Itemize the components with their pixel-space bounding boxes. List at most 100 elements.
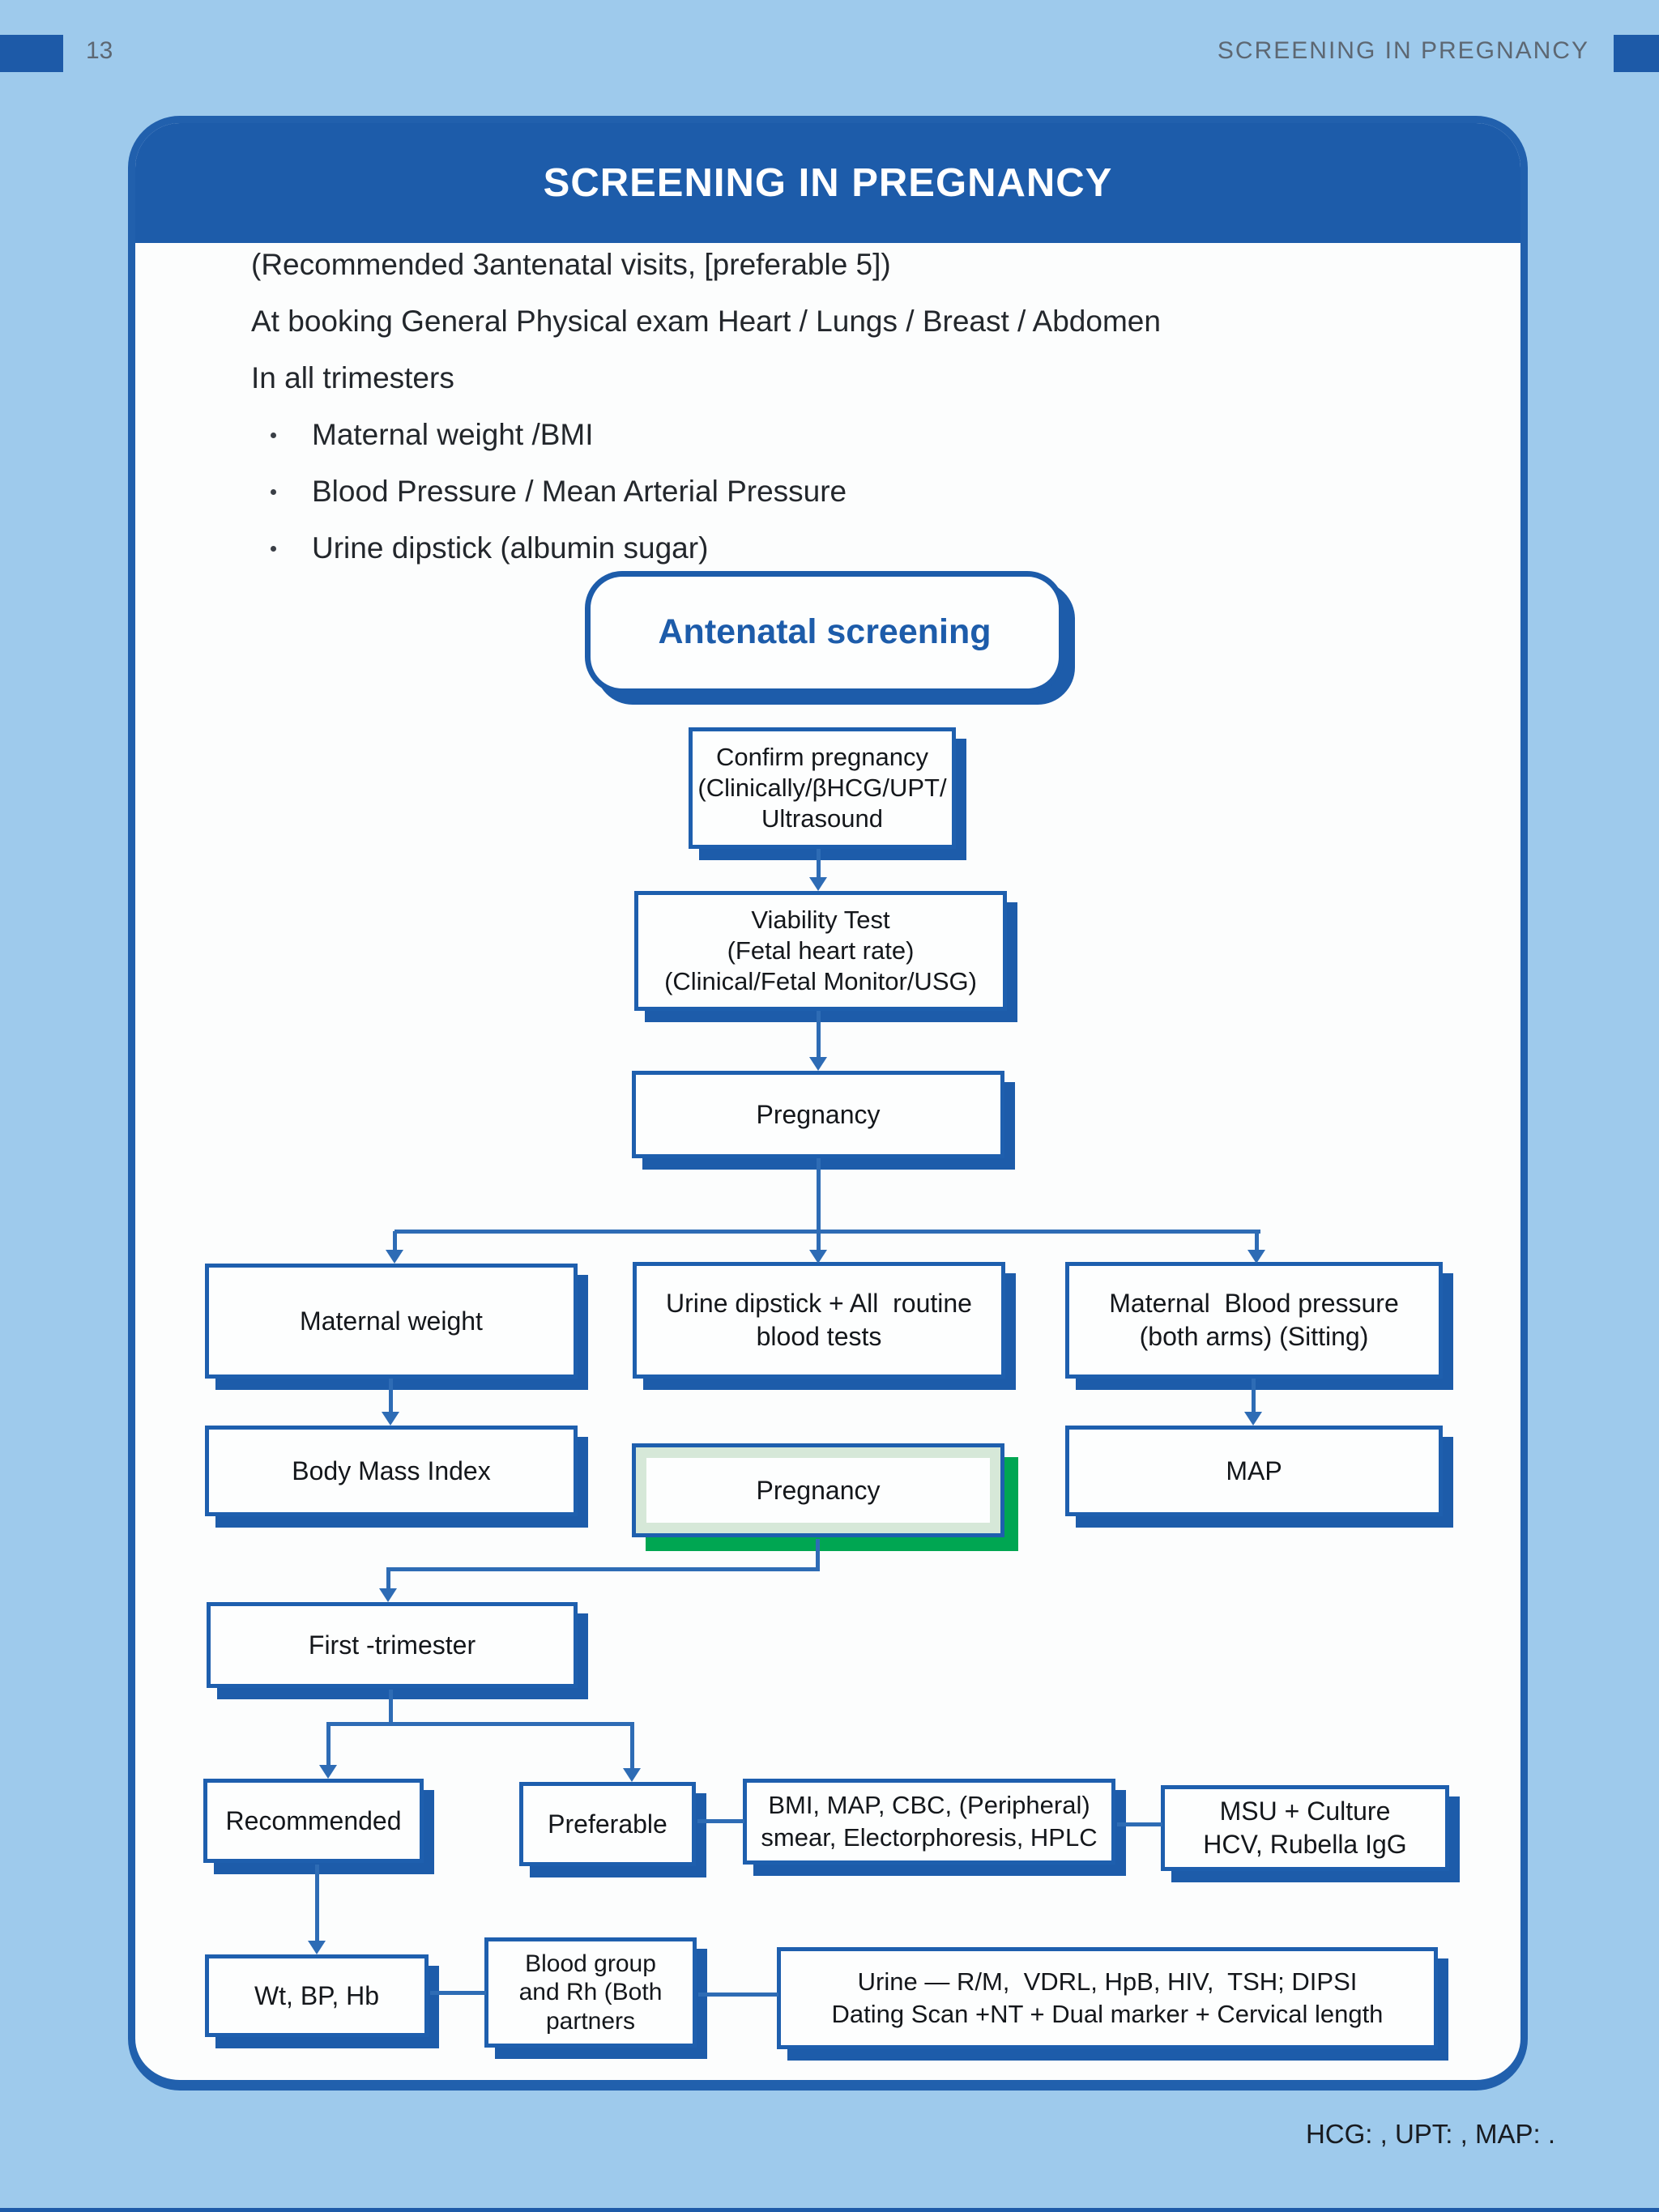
bullet-item: Maternal weight /BMI [251, 407, 1385, 463]
page-title: SCREENING IN PREGNANCY [543, 161, 1113, 205]
bullet-text: Urine dipstick (albumin sugar) [312, 531, 709, 565]
connector-line [430, 1991, 486, 1995]
flow-node-bmi-map-cbc-tests: BMI, MAP, CBC, (Peripheral) smear, Elect… [743, 1779, 1115, 1865]
node-label: BMI, MAP, CBC, (Peripheral) [768, 1791, 1090, 1820]
intro-line: (Recommended 3antenatal visits, [prefera… [251, 248, 891, 281]
bullet-dot-icon [271, 489, 276, 495]
flow-node-pregnancy-highlighted: Pregnancy [632, 1443, 1004, 1537]
flow-node-antenatal-screening: Antenatal screening [585, 571, 1064, 694]
flow-node-urine-rm-tests: Urine — R/M, VDRL, HpB, HIV, TSH; DIPSI … [777, 1947, 1438, 2049]
arrow-down-icon [1247, 1250, 1265, 1264]
node-label: MAP [1226, 1455, 1282, 1485]
node-label: Pregnancy [756, 1099, 881, 1129]
flow-node-urine-dipstick: Urine dipstick + All routine blood tests [633, 1262, 1005, 1379]
node-label: and Rh (Both [518, 1979, 663, 2006]
connector-line [817, 1158, 821, 1234]
bullet-dot-icon [271, 546, 276, 552]
node-label: Blood group [525, 1950, 656, 1977]
flow-node-map: MAP [1065, 1426, 1443, 1516]
connector-line [1117, 1822, 1162, 1826]
node-label: Urine — R/M, VDRL, HpB, HIV, TSH; DIPSI [857, 1967, 1358, 1997]
arrow-down-icon [382, 1412, 399, 1426]
node-label: (Fetal heart rate) [727, 936, 915, 965]
bullet-dot-icon [271, 433, 276, 438]
connector-line [394, 1230, 1260, 1234]
footer-abbreviations-note: HCG: , UPT: , MAP: . [1305, 2119, 1555, 2149]
connector-line [1252, 1379, 1256, 1415]
node-label: Recommended [225, 1805, 402, 1835]
header-left-accent-bar [0, 35, 63, 72]
page-number: 13 [86, 37, 113, 64]
node-label: Preferable [548, 1809, 667, 1839]
node-label: MSU + Culture [1219, 1796, 1391, 1826]
intro-text-block: (Recommended 3antenatal visits, [prefera… [251, 237, 1385, 577]
bullet-text: Maternal weight /BMI [312, 418, 594, 451]
header-right-accent-bar [1614, 35, 1659, 72]
arrow-down-icon [809, 1057, 827, 1071]
flow-node-msu-culture: MSU + Culture HCV, Rubella IgG [1161, 1785, 1449, 1871]
node-label: HCV, Rubella IgG [1203, 1830, 1407, 1859]
node-label: Body Mass Index [292, 1455, 491, 1485]
flow-node-viability-test: Viability Test (Fetal heart rate) (Clini… [634, 891, 1007, 1011]
node-label: Antenatal screening [658, 612, 992, 652]
connector-line [817, 849, 821, 880]
bullet-item: Urine dipstick (albumin sugar) [251, 520, 1385, 577]
node-label: Dating Scan +NT + Dual marker + Cervical… [831, 2000, 1384, 2028]
connector-line [386, 1567, 820, 1571]
flow-node-maternal-blood-pressure: Maternal Blood pressure (both arms) (Sit… [1065, 1262, 1443, 1379]
node-label: First -trimester [308, 1630, 476, 1660]
node-label: (Clinical/Fetal Monitor/USG) [664, 966, 977, 995]
flow-node-first-trimester: First -trimester [207, 1602, 578, 1688]
node-label: Urine dipstick + All routine [666, 1289, 972, 1319]
connector-line [817, 1011, 821, 1060]
connector-line [697, 1819, 744, 1823]
node-label: Ultrasound [761, 803, 883, 833]
bullet-item: Blood Pressure / Mean Arterial Pressure [251, 463, 1385, 520]
node-label: Viability Test [751, 906, 890, 935]
connector-line [1255, 1231, 1259, 1253]
node-label: smear, Electorphoresis, HPLC [761, 1823, 1098, 1852]
arrow-down-icon [809, 877, 827, 891]
arrow-down-icon [623, 1768, 641, 1782]
running-header: SCREENING IN PREGNANCY [1217, 37, 1589, 64]
node-label: Maternal Blood pressure [1109, 1289, 1399, 1319]
flow-node-recommended: Recommended [203, 1779, 424, 1863]
arrow-down-icon [379, 1588, 397, 1602]
content-card: SCREENING IN PREGNANCY [128, 116, 1528, 2091]
flow-node-maternal-weight: Maternal weight [205, 1264, 578, 1379]
arrow-down-icon [386, 1250, 403, 1264]
bottom-accent-line [0, 2208, 1659, 2212]
connector-line [386, 1570, 390, 1592]
node-label: (Clinically/βHCG/UPT/ [697, 774, 947, 803]
connector-line [389, 1379, 393, 1415]
bullet-text: Blood Pressure / Mean Arterial Pressure [312, 475, 847, 508]
connector-line [389, 1690, 393, 1726]
node-label: Maternal weight [300, 1306, 483, 1336]
flow-node-confirm-pregnancy: Confirm pregnancy (Clinically/βHCG/UPT/ … [689, 727, 956, 849]
connector-line [326, 1724, 331, 1768]
intro-line: At booking General Physical exam Heart /… [251, 305, 1161, 338]
intro-line: In all trimesters [251, 361, 454, 394]
connector-line [817, 1231, 821, 1253]
flow-node-body-mass-index: Body Mass Index [205, 1426, 578, 1516]
flow-node-wt-bp-hb: Wt, BP, Hb [205, 1954, 429, 2037]
node-label: Confirm pregnancy [716, 743, 928, 772]
arrow-down-icon [319, 1765, 337, 1779]
connector-line [630, 1724, 634, 1771]
node-label: (both arms) (Sitting) [1139, 1322, 1369, 1351]
arrow-down-icon [1244, 1412, 1262, 1426]
node-label: blood tests [756, 1322, 882, 1351]
arrow-down-icon [308, 1941, 326, 1954]
connector-line [698, 1993, 778, 1997]
node-label: Wt, BP, Hb [254, 1980, 380, 2010]
flow-node-preferable: Preferable [519, 1782, 696, 1866]
flow-node-pregnancy: Pregnancy [632, 1071, 1004, 1158]
connector-line [326, 1722, 634, 1726]
flow-node-blood-group: Blood group and Rh (Both partners [484, 1937, 697, 2048]
connector-line [816, 1539, 820, 1571]
arrow-down-icon [809, 1250, 827, 1264]
card-header-band: SCREENING IN PREGNANCY [135, 123, 1520, 243]
node-label: Pregnancy [756, 1475, 881, 1505]
connector-line [315, 1865, 319, 1944]
